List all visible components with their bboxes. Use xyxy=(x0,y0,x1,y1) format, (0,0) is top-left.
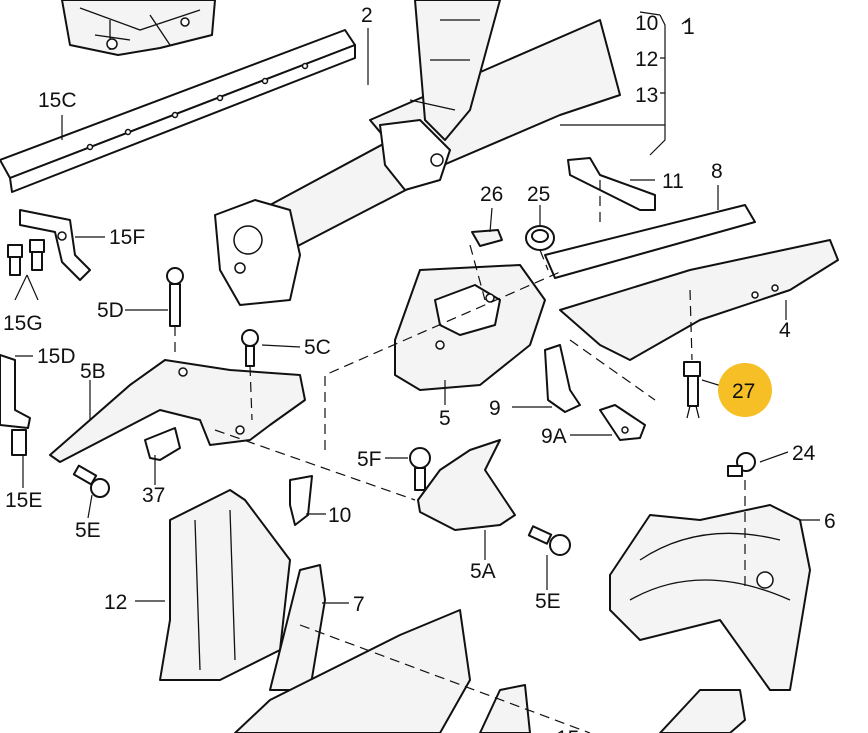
screw-5C xyxy=(241,329,259,367)
label-5: 5 xyxy=(439,407,451,430)
bolt-5E-left xyxy=(72,464,110,498)
label-1: 1 xyxy=(683,16,695,39)
bracket-5B xyxy=(49,359,306,463)
label-6: 6 xyxy=(824,510,836,533)
sill-15 xyxy=(234,609,746,733)
post-15D xyxy=(0,354,31,456)
bolts-15G xyxy=(7,239,45,276)
label-8: 8 xyxy=(711,160,723,183)
label-24: 24 xyxy=(792,442,816,465)
highlight-circle xyxy=(718,363,772,417)
clip-27 xyxy=(683,361,701,419)
label-15F: 15F xyxy=(109,226,145,249)
label-5C: 5C xyxy=(304,336,331,359)
grommet-26 xyxy=(471,229,503,247)
label-7: 7 xyxy=(353,593,365,616)
label-15G: 15G xyxy=(3,312,43,335)
leader-lines xyxy=(14,11,820,604)
label-5A: 5A xyxy=(470,560,496,583)
label-5F: 5F xyxy=(357,448,382,471)
callout-labels: 2 10 1 12 13 15C 11 8 26 25 15F 15G 5D 5… xyxy=(3,4,836,733)
engine-mount-assembly xyxy=(61,0,216,56)
label-12: 12 xyxy=(104,591,127,614)
bolt-24 xyxy=(727,452,756,477)
bolt-5F xyxy=(409,447,431,491)
wheel-housing-6 xyxy=(609,504,811,691)
label-37: 37 xyxy=(142,484,165,507)
label-4: 4 xyxy=(779,319,791,342)
label-5E-left: 5E xyxy=(75,519,101,542)
bracket-5A xyxy=(417,439,516,531)
bracket-15F xyxy=(19,209,91,281)
label-10: 10 xyxy=(328,504,351,527)
label-15-bottom: 15 xyxy=(556,727,579,733)
label-10-top: 10 xyxy=(635,12,658,35)
panel-4 xyxy=(559,239,839,361)
label-5B: 5B xyxy=(80,360,106,383)
label-5E-bottom: 5E xyxy=(535,590,561,613)
label-27: 27 xyxy=(732,380,755,403)
bolt-5E-bottom xyxy=(527,525,571,556)
bracket-10 xyxy=(289,475,313,526)
label-9: 9 xyxy=(489,397,501,420)
reference-lines xyxy=(174,180,746,733)
label-11: 11 xyxy=(662,170,684,193)
label-15D: 15D xyxy=(37,345,76,368)
rail-8 xyxy=(544,204,756,279)
pillar-12 xyxy=(159,489,291,681)
label-9A: 9A xyxy=(541,425,567,448)
label-5D: 5D xyxy=(97,299,124,322)
label-25: 25 xyxy=(527,183,550,206)
label-12-top: 12 xyxy=(635,48,658,71)
bracket-9 xyxy=(544,344,581,413)
bracket-11 xyxy=(567,157,656,211)
label-26: 26 xyxy=(480,183,503,206)
label-15E: 15E xyxy=(5,489,42,512)
label-2: 2 xyxy=(361,4,373,27)
bolt-5D xyxy=(166,267,184,327)
clip-37 xyxy=(144,427,181,461)
rail-15C xyxy=(0,29,356,193)
cap-25 xyxy=(525,225,555,251)
subframe-beam xyxy=(214,0,621,306)
label-13: 13 xyxy=(635,84,658,107)
bracket-9A xyxy=(599,404,646,441)
engine-mount-5 xyxy=(394,264,546,391)
label-15C: 15C xyxy=(38,89,77,112)
